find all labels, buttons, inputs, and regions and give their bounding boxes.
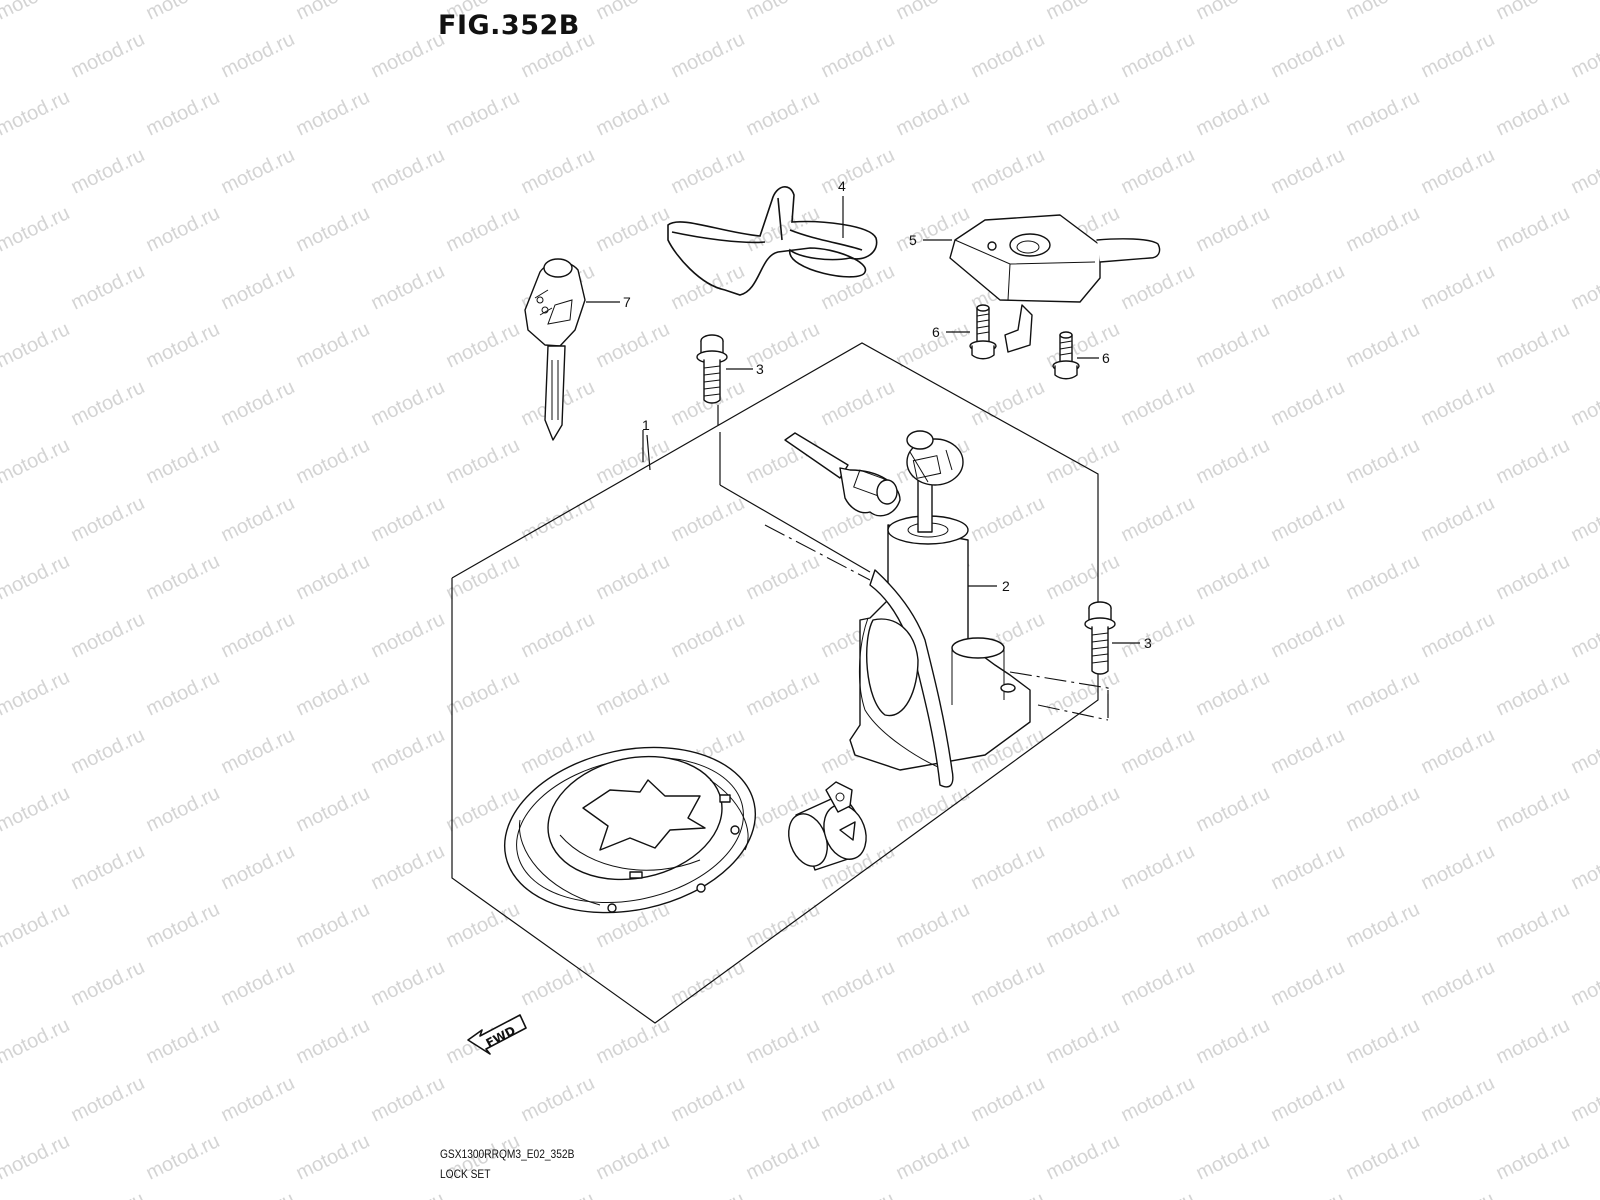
key-7[interactable]	[524, 258, 586, 441]
callout-3-upper[interactable]: 3	[756, 361, 764, 377]
callout-6-left[interactable]: 6	[932, 324, 940, 340]
bolt-6-right[interactable]	[1052, 331, 1080, 380]
callout-4[interactable]: 4	[838, 178, 846, 194]
cover-5[interactable]	[949, 214, 1161, 353]
callout-1[interactable]: 1	[642, 417, 650, 433]
ignition-switch[interactable]	[784, 430, 1031, 788]
seat-lock-cylinder[interactable]	[782, 781, 874, 872]
lock-set-boundary	[451, 342, 1099, 1024]
callout-leaders	[586, 196, 1140, 644]
forward-direction-arrow: FWD	[467, 1014, 527, 1055]
callout-2[interactable]: 2	[1002, 578, 1010, 594]
screw-3-right[interactable]	[1084, 601, 1116, 675]
section-name: LOCK SET	[440, 1167, 491, 1181]
wire-spring-4[interactable]	[667, 186, 878, 296]
model-code: GSX1300RRQM3_E02_352B	[440, 1147, 575, 1161]
callout-labels: 1 2 3 3 4 5 6 6 7	[623, 178, 1152, 651]
callout-3-right[interactable]: 3	[1144, 635, 1152, 651]
alignment-lines	[764, 524, 1109, 721]
callout-5[interactable]: 5	[909, 232, 917, 248]
callout-6-right[interactable]: 6	[1102, 350, 1110, 366]
screw-3-upper[interactable]	[696, 334, 728, 404]
bolt-6-left[interactable]	[969, 304, 997, 360]
callout-7[interactable]: 7	[623, 294, 631, 310]
figure-title: FIG.352B	[438, 10, 580, 41]
fuel-cap-lock[interactable]	[489, 725, 771, 934]
